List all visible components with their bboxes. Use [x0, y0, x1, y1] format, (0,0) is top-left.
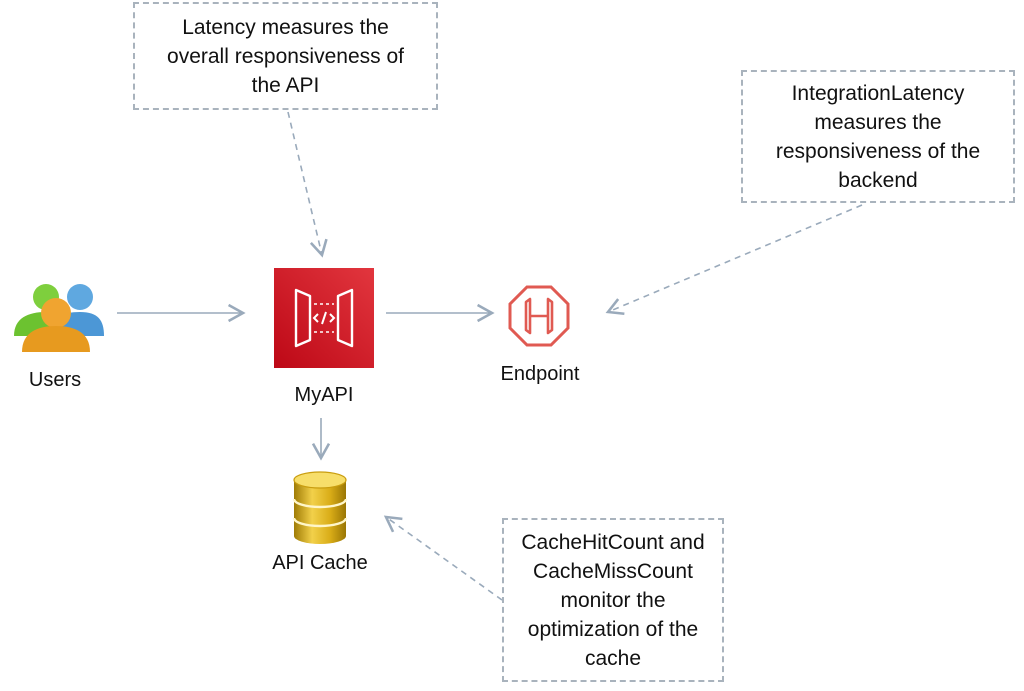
- integration-latency-note: IntegrationLatency measures the responsi…: [741, 70, 1015, 203]
- cache-note-line: cache: [584, 646, 642, 670]
- integration-note-line: IntegrationLatency: [791, 81, 965, 105]
- latency-annotation-arrow: [287, 111, 328, 258]
- cache-note-line: CacheMissCount: [533, 559, 693, 583]
- latency-note: Latency measures the overall responsiven…: [133, 2, 438, 110]
- cache-note-line: monitor the: [560, 588, 666, 612]
- cache-note-line: CacheHitCount and: [521, 530, 705, 554]
- integration-note-line: measures the: [814, 110, 942, 134]
- users-icon: [14, 284, 104, 352]
- users-label: Users: [28, 369, 82, 391]
- latency-note-line: Latency measures the: [182, 15, 389, 39]
- cache-annotation-arrow: [383, 515, 503, 601]
- integration-note-line: responsiveness of the: [775, 139, 981, 163]
- latency-note-line: overall responsiveness of: [167, 44, 404, 68]
- cache-note-line: optimization of the: [527, 617, 699, 641]
- endpoint-icon: [508, 285, 570, 347]
- database-icon: [292, 471, 348, 544]
- integration-note-line: backend: [838, 168, 918, 192]
- cache-metrics-note: CacheHitCount and CacheMissCount monitor…: [502, 518, 724, 682]
- latency-note-line: the API: [251, 73, 320, 97]
- endpoint-label: Endpoint: [500, 363, 580, 385]
- integration-annotation-arrow: [605, 204, 863, 316]
- api-cache-label: API Cache: [272, 552, 368, 574]
- myapi-label: MyAPI: [294, 384, 354, 406]
- api-gateway-icon: [274, 268, 374, 368]
